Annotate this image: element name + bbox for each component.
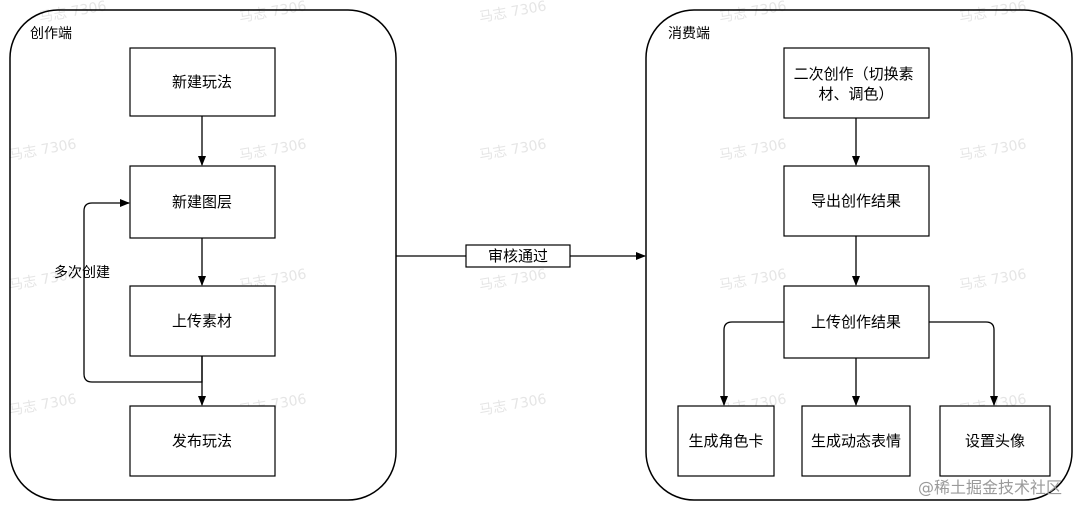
consumer-group-label: 消费端 — [668, 26, 710, 42]
creator-group — [9, 9, 397, 501]
arrow-upload-to-role-card — [720, 321, 784, 406]
box-new-play-label: 新建玩法 — [172, 73, 232, 91]
box-dynamic-emoji-label: 生成动态表情 — [811, 432, 901, 450]
box-upload-result-label: 上传创作结果 — [811, 313, 901, 331]
box-export-result-label: 导出创作结果 — [811, 192, 901, 210]
watermark-text: 马志 7306 — [478, 391, 548, 419]
watermark-text: 马志 7306 — [958, 266, 1028, 294]
watermark-text: 马志 7306 — [8, 136, 78, 164]
review-passed-label: 审核通过 — [488, 247, 548, 265]
watermark-text: 马志 7306 — [478, 136, 548, 164]
watermark-text: 马志 7306 — [718, 136, 788, 164]
box-set-avatar — [939, 405, 1051, 477]
watermark-text: 马志 7306 — [8, 391, 78, 419]
box-secondary-creation-label: 二次创作（切换素 材、调色） — [794, 65, 919, 103]
box-new-layer — [129, 165, 276, 239]
box-new-play — [129, 47, 276, 117]
watermark-text: 马志 7306 — [958, 0, 1028, 26]
box-export-result — [783, 165, 930, 237]
watermark-text: 马志 7306 — [38, 0, 108, 26]
box-upload-material-label: 上传素材 — [172, 312, 232, 330]
site-credit: @稀土掘金技术社区 — [918, 478, 1062, 497]
watermark-text: 马志 7306 — [718, 0, 788, 26]
box-role-card — [677, 405, 775, 477]
review-passed-tag — [465, 244, 571, 268]
watermark-text: 马志 7306 — [238, 0, 308, 26]
box-new-layer-label: 新建图层 — [172, 193, 232, 211]
watermark-text: 马志 7306 — [478, 266, 548, 294]
loop-label: 多次创建 — [54, 264, 110, 281]
consumer-group — [645, 9, 1073, 501]
watermark-text: 马志 7306 — [958, 136, 1028, 164]
box-upload-result — [783, 285, 930, 359]
box-dynamic-emoji — [801, 405, 911, 477]
loop-arrow-repeat-create — [83, 199, 203, 383]
box-upload-material — [129, 285, 276, 357]
creator-group-label: 创作端 — [30, 26, 72, 42]
watermark-text: 马志 7306 — [718, 266, 788, 294]
box-secondary-creation-line1: 二次创作（切换素 — [794, 65, 914, 83]
arrow-upload-to-set-avatar — [929, 321, 998, 406]
watermark-text: 马志 7306 — [478, 0, 548, 26]
box-publish-play — [129, 405, 276, 477]
box-role-card-label: 生成角色卡 — [688, 432, 763, 450]
box-publish-play-label: 发布玩法 — [172, 432, 232, 450]
watermark-text: 马志 7306 — [238, 136, 308, 164]
box-secondary-creation-line2: 材、调色） — [818, 85, 893, 103]
box-secondary-creation — [783, 47, 930, 119]
box-set-avatar-label: 设置头像 — [965, 432, 1025, 450]
